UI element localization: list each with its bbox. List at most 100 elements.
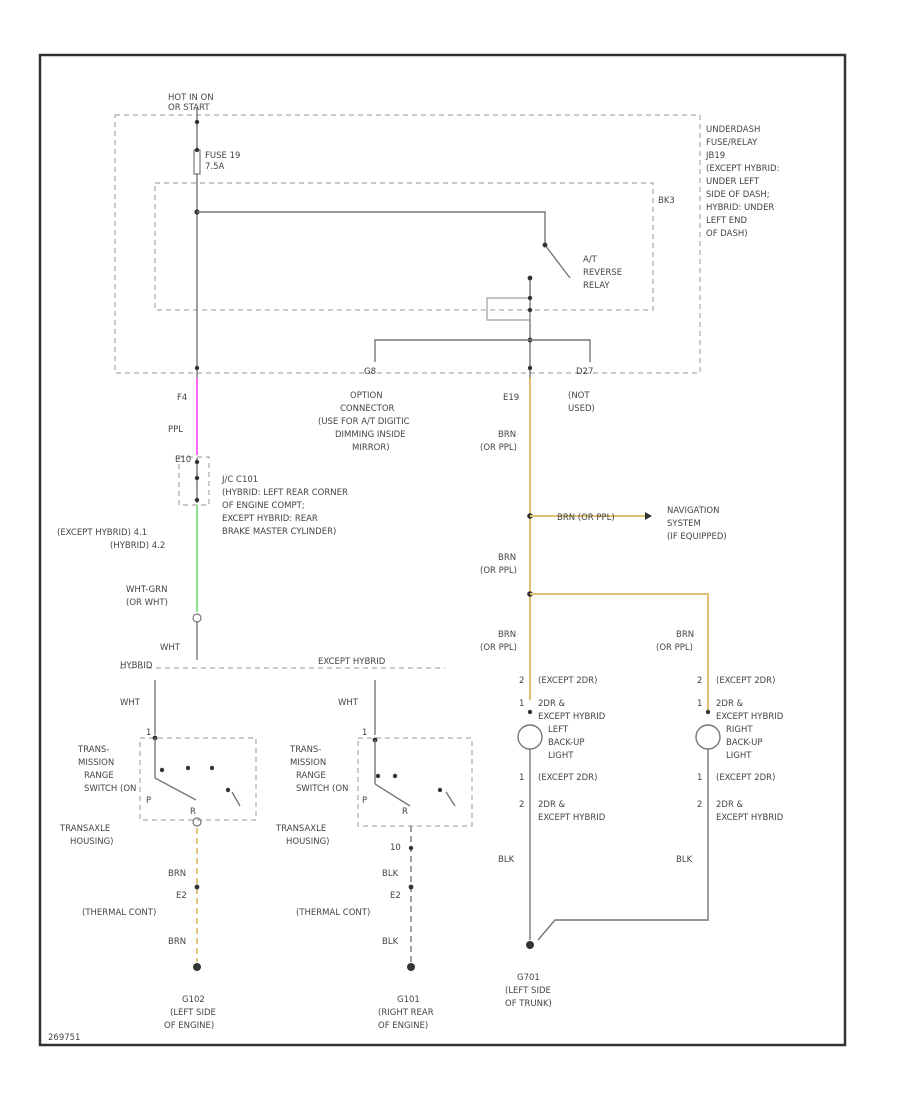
left-light-except-2dr: (EXCEPT 2DR) <box>538 676 597 686</box>
node-dot <box>194 475 200 481</box>
switch-label-right-4: TRANSAXLE <box>275 824 326 834</box>
brn-label-left: BRN <box>168 869 186 879</box>
left-light-2dr-1: EXCEPT HYBRID <box>538 712 606 722</box>
right-light-ground-wire <box>537 749 709 941</box>
brn-label-left-2: BRN <box>168 937 186 947</box>
option-connector-wire <box>374 339 591 362</box>
ujb-location-0: UNDERDASH <box>706 125 760 135</box>
switch-contact <box>445 791 456 807</box>
right-light-pin2: 2 <box>697 676 702 686</box>
not-used-1: USED) <box>568 404 595 414</box>
ground-left-1: (LEFT SIDE <box>170 1008 216 1018</box>
right-light-2dr-b1: EXCEPT HYBRID <box>716 813 784 823</box>
node-dot <box>159 767 165 773</box>
not-used-0: (NOT <box>568 391 590 401</box>
blk-label-trunk-right: BLK <box>676 855 693 865</box>
left-light-name-1: BACK-UP <box>548 738 585 748</box>
right-light-2dr-1: EXCEPT HYBRID <box>716 712 784 722</box>
node-dot <box>209 765 215 771</box>
ujb-location-5: SIDE OF DASH; <box>706 190 770 200</box>
fuse-amp-label: 7.5A <box>205 162 225 172</box>
left-light-pin1: 1 <box>519 699 524 709</box>
ujb-location-8: OF DASH) <box>706 229 748 239</box>
node-dot <box>194 365 200 371</box>
ground-dot-trunk <box>526 941 534 949</box>
pin-10-label: 10 <box>390 843 401 853</box>
fuse-symbol <box>193 149 201 175</box>
wht-grn-label: WHT-GRN <box>126 585 167 595</box>
switch-pin-right: 1 <box>362 728 367 738</box>
navigation-1: SYSTEM <box>667 519 701 529</box>
relay-name-2: RELAY <box>583 281 610 291</box>
ground-left-0: G102 <box>182 995 205 1005</box>
brn-label-r1: BRN <box>498 430 516 440</box>
option-connector-4: MIRROR) <box>352 443 390 453</box>
node-dot <box>527 307 533 313</box>
node-dot <box>527 295 533 301</box>
option-connector-1: CONNECTOR <box>340 404 395 414</box>
ground-trunk-1: (LEFT SIDE <box>505 986 551 996</box>
ujb-location-1: FUSE/RELAY <box>706 138 758 148</box>
switch-pos-r-left: R <box>190 807 196 817</box>
node-dot <box>527 275 533 281</box>
hot-in-on-label: HOT IN ON <box>168 93 214 103</box>
node-dot <box>194 119 200 125</box>
ground-right-0: G101 <box>397 995 420 1005</box>
splice-label-3: EXCEPT HYBRID: REAR <box>222 514 318 524</box>
switch-pin-left: 1 <box>146 728 151 738</box>
switch-label-right-5: HOUSING) <box>286 837 329 847</box>
relay-block <box>154 182 654 311</box>
right-light-pin2b: 2 <box>697 800 702 810</box>
node-dot <box>437 787 443 793</box>
transmission-range-switch-right <box>357 737 473 827</box>
relay-coil-wire <box>197 211 546 245</box>
underdash-junction-block <box>114 114 701 374</box>
navigation-2: (IF EQUIPPED) <box>667 532 727 542</box>
ppl-wire-label: PPL <box>168 425 183 435</box>
option-connector-3: DIMMING INSIDE <box>335 430 406 440</box>
switch-label-right-1: MISSION <box>290 758 326 768</box>
node-dot <box>408 884 414 890</box>
right-light-2dr-b0: 2DR & <box>716 800 744 810</box>
left-light-name-0: LEFT <box>548 725 569 735</box>
ujb-location-3: (EXCEPT HYBRID: <box>706 164 779 174</box>
brn-label-r3: BRN <box>498 630 516 640</box>
pin-d27-label: D27 <box>576 367 593 377</box>
ujb-location-4: UNDER LEFT <box>706 177 760 187</box>
hybrid-label: HYBRID <box>120 661 153 671</box>
relay-name-1: REVERSE <box>583 268 622 278</box>
wht-label-left: WHT <box>120 698 141 708</box>
right-light-except-2dr-b: (EXCEPT 2DR) <box>716 773 775 783</box>
switch-label-left-0: TRANS- <box>77 745 109 755</box>
switch-pos-r-right: R <box>402 807 408 817</box>
right-light-pin1: 1 <box>697 699 702 709</box>
option-connector-0: OPTION <box>350 391 383 401</box>
ground-dot-left <box>193 963 201 971</box>
node-dot <box>527 365 533 371</box>
left-light-except-2dr-b: (EXCEPT 2DR) <box>538 773 597 783</box>
diode-box <box>486 297 531 321</box>
node-dot <box>392 773 398 779</box>
left-light-name-2: LIGHT <box>548 751 574 761</box>
node-dot <box>375 773 381 779</box>
right-light-name-0: RIGHT <box>726 725 753 735</box>
switch-pos-p-right: P <box>362 796 367 806</box>
node-dot <box>194 884 200 890</box>
ground-left-2: OF ENGINE) <box>164 1021 214 1031</box>
right-light-except-2dr: (EXCEPT 2DR) <box>716 676 775 686</box>
brn-right-light-wire <box>530 593 709 710</box>
node-dot <box>542 242 548 248</box>
pin-e19-label: E19 <box>503 393 519 403</box>
e2-label-right: E2 <box>390 891 401 901</box>
brn-label-r4: BRN <box>676 630 694 640</box>
splice-label-4: BRAKE MASTER CYLINDER) <box>222 527 336 537</box>
switch-label-left-4: TRANSAXLE <box>59 824 110 834</box>
node-dot <box>527 709 533 715</box>
ground-right-1: (RIGHT REAR <box>378 1008 434 1018</box>
hot-in-on-label-2: OR START <box>168 103 210 113</box>
splice-label-1: (HYBRID: LEFT REAR CORNER <box>222 488 348 498</box>
left-light-2dr-0: 2DR & <box>538 699 566 709</box>
splice-connector-box <box>178 456 210 506</box>
navigation-arrow <box>645 512 652 520</box>
